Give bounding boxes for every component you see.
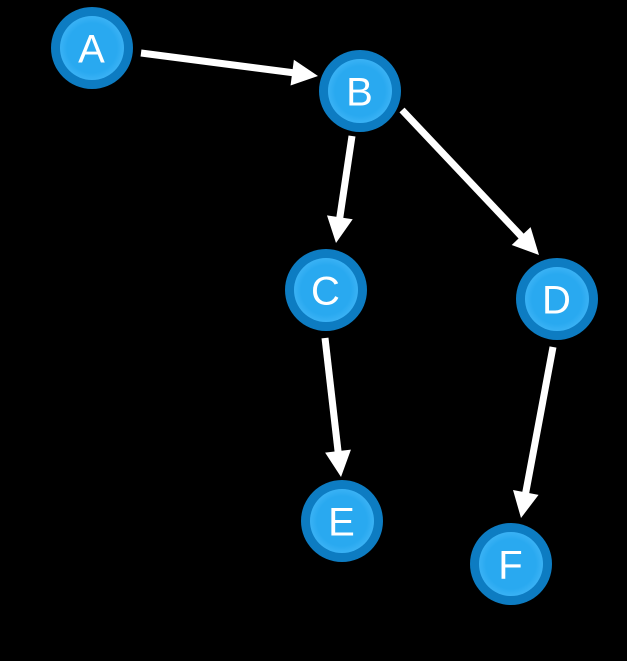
node-label: C: [311, 269, 341, 313]
arrow-shaft: [140, 49, 295, 77]
arrow-head: [513, 490, 539, 518]
arrow-head: [290, 59, 318, 86]
node-body: [328, 59, 392, 123]
edge-A-B: [140, 49, 318, 86]
arrow-shaft: [399, 107, 526, 240]
node-body: [60, 16, 124, 80]
graph-node-E[interactable]: E: [301, 480, 383, 562]
edge-D-F: [513, 346, 557, 518]
arrow-shaft: [321, 337, 342, 454]
graph-node-F[interactable]: F: [470, 523, 552, 605]
node-body: [525, 267, 589, 331]
node-label: D: [542, 278, 572, 322]
node-label: B: [346, 70, 374, 114]
edge-C-E: [321, 337, 351, 477]
graph-node-D[interactable]: D: [516, 258, 598, 340]
graph-node-B[interactable]: B: [319, 50, 401, 132]
node-body: [310, 489, 374, 553]
edge-B-D: [399, 107, 539, 255]
edge-B-C: [326, 135, 356, 243]
node-label: E: [328, 500, 356, 544]
node-label: A: [78, 27, 106, 71]
node-body: [479, 532, 543, 596]
graph-node-A[interactable]: A: [51, 7, 133, 89]
graph-node-C[interactable]: C: [285, 249, 367, 331]
node-label: F: [498, 543, 523, 587]
arrow-shaft: [521, 346, 557, 496]
node-body: [294, 258, 358, 322]
arrow-head: [511, 227, 539, 255]
arrow-head: [326, 215, 353, 243]
arrow-head: [325, 449, 351, 477]
arrow-shaft: [336, 135, 356, 220]
